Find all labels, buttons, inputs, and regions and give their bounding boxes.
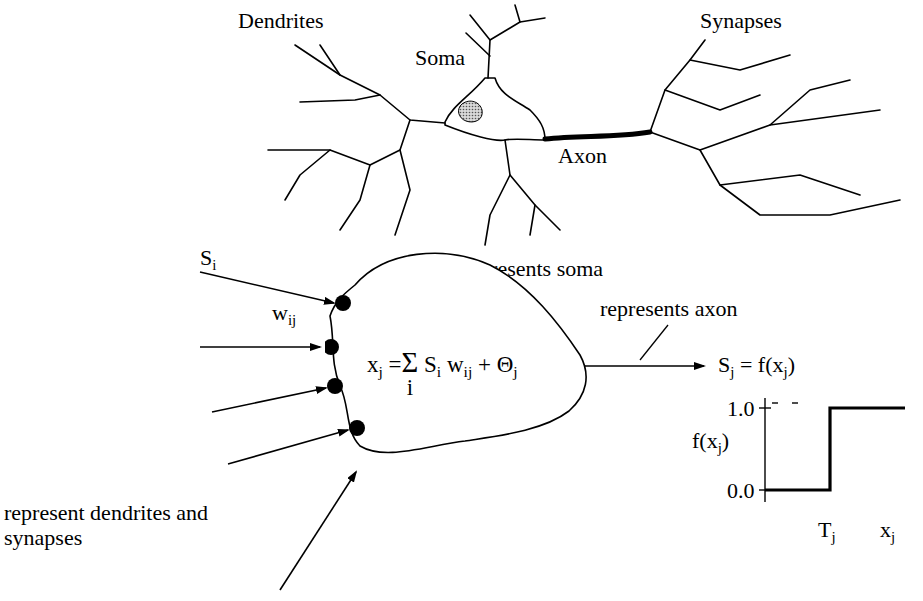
subscript: j xyxy=(831,529,835,545)
callout-text: represents axon xyxy=(600,296,737,321)
synapse-dot xyxy=(349,420,365,436)
part-label: Dendrites xyxy=(238,8,324,33)
callout-text: represent dendrites and synapses xyxy=(4,500,209,551)
sum-index: i xyxy=(407,374,413,402)
synapse-dot xyxy=(325,339,339,355)
leader-line xyxy=(640,325,668,360)
subscript: j xyxy=(730,364,734,380)
subscript: j xyxy=(783,364,787,380)
subscript: j xyxy=(513,363,517,380)
signal-name: Si xyxy=(200,245,216,270)
weight-name: wij xyxy=(272,300,296,325)
subscript: i xyxy=(212,257,216,273)
soma-shape: xj =Σ Si wij + Θji xyxy=(325,245,590,467)
subscript: i xyxy=(464,363,468,380)
output-arrow xyxy=(585,365,704,367)
subscript: j xyxy=(891,529,895,545)
axon-line xyxy=(545,132,650,139)
synapse-dot xyxy=(335,295,351,311)
subscript: j xyxy=(718,440,722,456)
output-formula: Sj = f(xj) xyxy=(718,352,795,377)
sum-sign: Σ xyxy=(402,346,419,378)
axis-value: 0.0 xyxy=(727,478,755,503)
synapse-dot xyxy=(327,378,343,394)
nucleus xyxy=(459,101,483,122)
axis-value: 1.0 xyxy=(727,396,755,421)
subscript: j xyxy=(379,363,383,380)
subscript: i xyxy=(437,363,441,380)
sum-formula: xj =Σ Si wij + Θj xyxy=(367,345,518,380)
axis-label: xj xyxy=(880,517,895,542)
subscript: i xyxy=(288,312,292,328)
subscript: j xyxy=(468,363,472,380)
part-label: Soma xyxy=(415,45,465,70)
threshold-label: Tj xyxy=(818,517,836,542)
part-label: Synapses xyxy=(700,8,782,33)
axis-label: f(xj) xyxy=(692,428,729,453)
step-graph xyxy=(759,398,905,502)
part-label: Axon xyxy=(558,143,607,168)
neuron-drawing xyxy=(268,5,900,245)
subscript: j xyxy=(292,312,296,328)
